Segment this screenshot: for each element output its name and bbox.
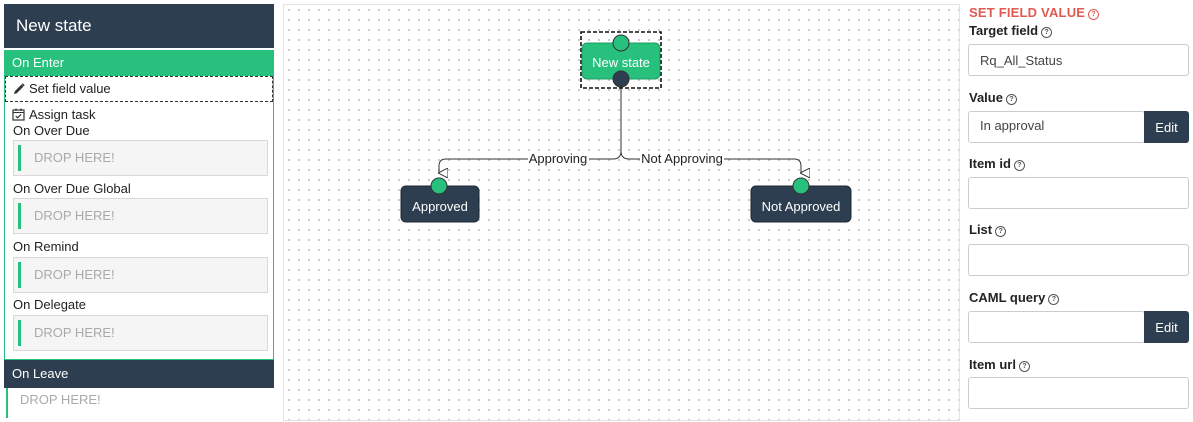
event-on-delegate: On Delegate (13, 297, 86, 312)
on-enter-header[interactable]: On Enter (4, 50, 274, 76)
on-enter-body: Set field value Assign task On Over Due … (4, 76, 274, 360)
pencil-icon (13, 79, 25, 103)
selection-box (580, 31, 662, 89)
value-textarea[interactable]: In approval (968, 111, 1145, 143)
node-output-port[interactable] (612, 70, 630, 88)
panel-title: SET FIELD VALUE? (969, 5, 1100, 20)
transition-approving-label[interactable]: Approving (529, 151, 588, 166)
event-on-over-due: On Over Due (13, 123, 90, 138)
drop-zone[interactable]: DROP HERE! (6, 388, 274, 418)
value-label: Value? (969, 90, 1017, 105)
list-input[interactable] (968, 244, 1189, 276)
drop-zone[interactable]: DROP HERE! (13, 140, 268, 176)
drop-zone[interactable]: DROP HERE! (13, 257, 268, 293)
drop-zone[interactable]: DROP HERE! (13, 198, 268, 234)
target-field-label: Target field? (969, 23, 1053, 38)
help-icon[interactable]: ? (1005, 94, 1017, 105)
target-field-input[interactable] (968, 44, 1189, 76)
label-text: List (969, 222, 993, 237)
label-bg (640, 151, 724, 167)
caml-query-label: CAML query? (969, 290, 1060, 305)
label-text: Item id (969, 156, 1011, 171)
properties-panel: SET FIELD VALUE? Target field? Value? In… (968, 0, 1193, 421)
label-text: Item url (969, 357, 1016, 372)
event-on-over-due-global: On Over Due Global (13, 181, 131, 196)
help-icon[interactable]: ? (995, 226, 1007, 237)
item-id-label: Item id? (969, 156, 1025, 171)
node-approved-label: Approved (412, 199, 468, 214)
action-set-field-value[interactable]: Set field value (5, 76, 273, 102)
action-label: Set field value (29, 81, 111, 96)
state-title: New state (4, 4, 274, 48)
item-id-input[interactable] (968, 177, 1189, 209)
node-input-port[interactable] (430, 177, 448, 195)
transition-not-approving-line[interactable] (620, 150, 801, 173)
panel-title-text: SET FIELD VALUE (969, 5, 1086, 20)
label-bg (528, 151, 589, 167)
help-icon[interactable]: ? (1013, 160, 1025, 171)
list-label: List? (969, 222, 1007, 237)
action-label: Assign task (29, 107, 96, 122)
item-url-label: Item url? (969, 357, 1030, 372)
workflow-canvas[interactable]: Approving Not Approving New state Approv… (283, 4, 960, 421)
label-text: CAML query (969, 290, 1046, 305)
value-edit-button[interactable]: Edit (1144, 111, 1189, 143)
help-icon[interactable]: ? (1048, 294, 1060, 305)
help-icon[interactable]: ? (1088, 9, 1100, 20)
on-leave-header[interactable]: On Leave (4, 360, 274, 388)
state-panel: New state On Enter Set field value Assig… (4, 4, 274, 421)
node-input-port[interactable] (612, 34, 630, 52)
caml-query-textarea[interactable] (968, 311, 1145, 343)
help-icon[interactable]: ? (1041, 27, 1053, 38)
workflow-diagram: Approving Not Approving New state Approv… (400, 31, 852, 223)
node-input-port[interactable] (792, 177, 810, 195)
node-not-approved-label: Not Approved (762, 199, 841, 214)
event-on-remind: On Remind (13, 239, 79, 254)
label-text: Value (969, 90, 1003, 105)
node-new-state-label: New state (592, 55, 650, 70)
calendar-check-icon (12, 108, 25, 126)
label-text: Target field (969, 23, 1039, 38)
item-url-input[interactable] (968, 377, 1189, 409)
transition-not-approving-label[interactable]: Not Approving (641, 151, 723, 166)
caml-query-edit-button[interactable]: Edit (1144, 311, 1189, 343)
drop-zone[interactable]: DROP HERE! (13, 315, 268, 351)
help-icon[interactable]: ? (1018, 361, 1030, 372)
action-assign-task[interactable]: Assign task (5, 106, 95, 124)
